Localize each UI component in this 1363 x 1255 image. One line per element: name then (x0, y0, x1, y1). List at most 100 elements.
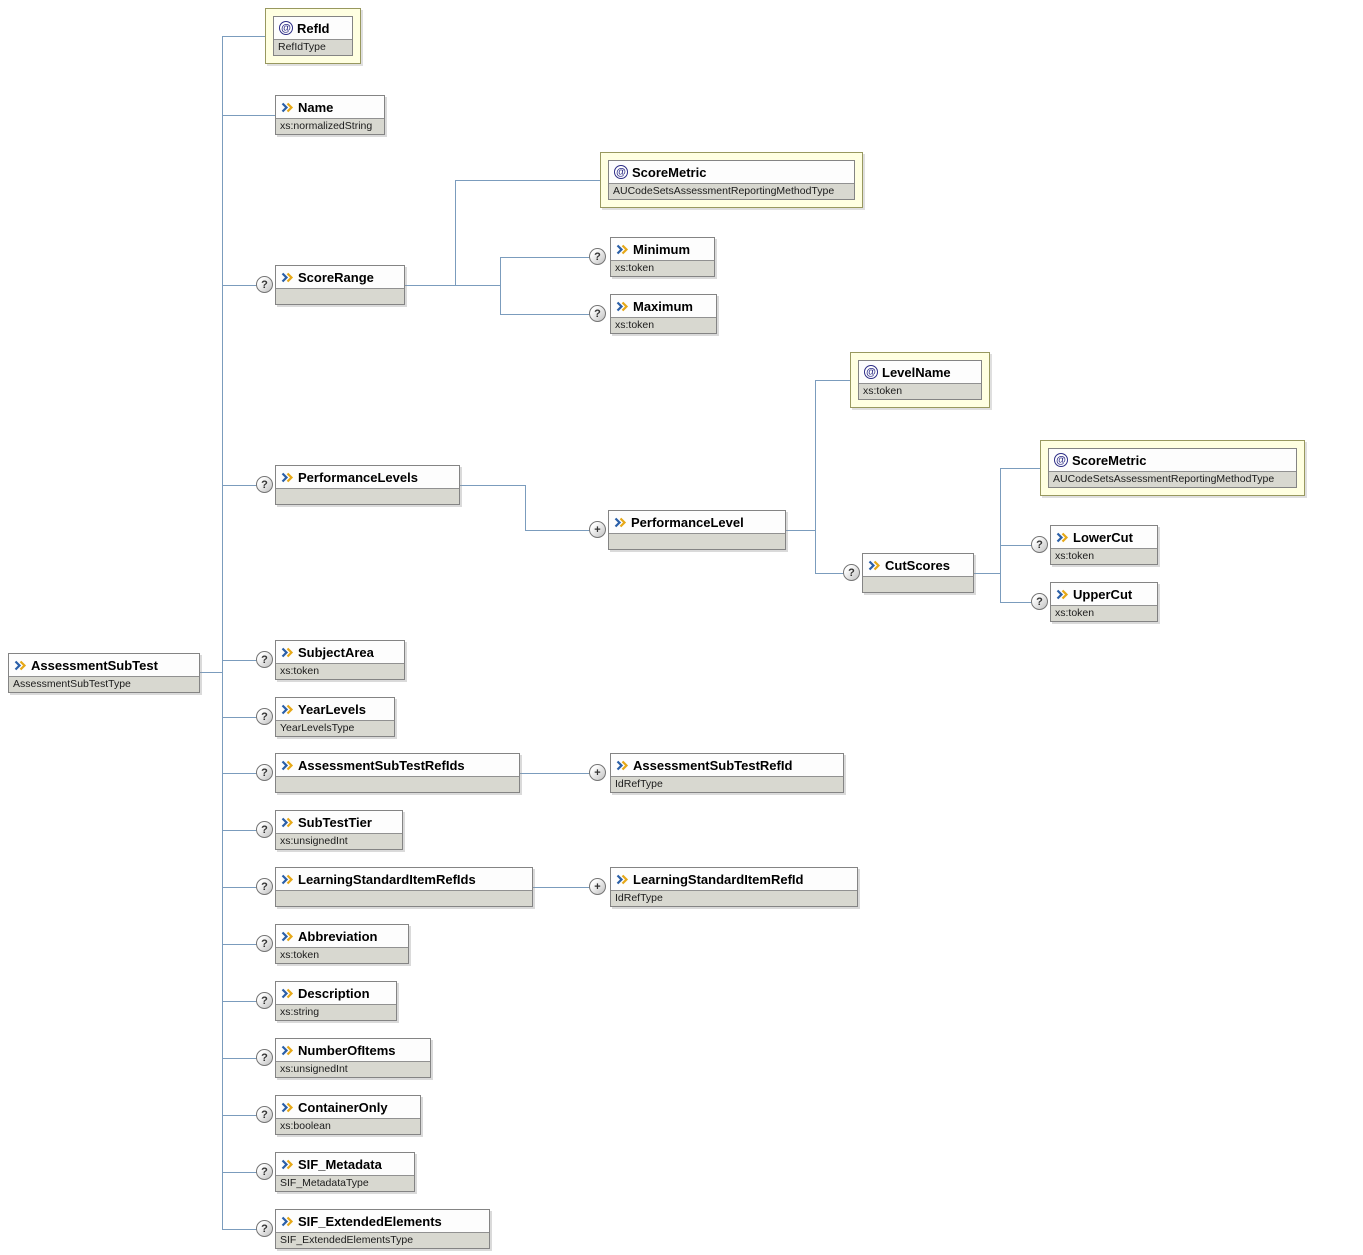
node-type (276, 776, 519, 792)
connector-line (405, 285, 500, 286)
node-maximum[interactable]: Maximum xs:token (610, 294, 717, 334)
node-type: xs:boolean (276, 1118, 420, 1134)
node-refid-attribute[interactable]: @ RefId RefIdType (265, 8, 361, 64)
node-type: AssessmentSubTestType (9, 676, 199, 692)
node-label: PerformanceLevel (631, 514, 744, 530)
node-label: SubjectArea (298, 644, 374, 660)
occurs-optional-uppercut: ? (1031, 593, 1048, 610)
node-sif-extendedelements[interactable]: SIF_ExtendedElements SIF_ExtendedElement… (275, 1209, 490, 1249)
element-icon (281, 816, 294, 829)
node-type: xs:token (1051, 605, 1157, 621)
occurs-optional-maximum: ? (589, 305, 606, 322)
connector-line (222, 1058, 257, 1059)
node-learningstandarditemrefid[interactable]: LearningStandardItemRefId IdRefType (610, 867, 858, 907)
node-type: xs:token (859, 383, 981, 399)
node-assessmentsubtest[interactable]: AssessmentSubTest AssessmentSubTestType (8, 653, 200, 693)
element-icon (281, 873, 294, 886)
attribute-icon: @ (279, 21, 293, 35)
occurs-optional-subtesttier: ? (256, 821, 273, 838)
node-type: SIF_MetadataType (276, 1175, 414, 1191)
connector-line (460, 485, 525, 486)
node-containeronly[interactable]: ContainerOnly xs:boolean (275, 1095, 421, 1135)
node-yearlevels[interactable]: YearLevels YearLevelsType (275, 697, 395, 737)
attribute-icon: @ (864, 365, 878, 379)
node-type: xs:token (1051, 548, 1157, 564)
node-minimum[interactable]: Minimum xs:token (610, 237, 715, 277)
node-label: Name (298, 99, 334, 115)
element-icon (868, 559, 881, 572)
node-subjectarea[interactable]: SubjectArea xs:token (275, 640, 405, 680)
element-icon (281, 930, 294, 943)
node-scoremetric2-attribute[interactable]: @ ScoreMetric AUCodeSetsAssessmentReport… (1040, 440, 1305, 496)
node-name[interactable]: Name xs:normalizedString (275, 95, 385, 135)
node-scorerange[interactable]: ScoreRange (275, 265, 405, 305)
occurs-optional-containeronly: ? (256, 1106, 273, 1123)
occurs-optional-minimum: ? (589, 248, 606, 265)
occurs-optional-scorerange: ? (256, 276, 273, 293)
node-description[interactable]: Description xs:string (275, 981, 397, 1021)
connector-line (786, 530, 815, 531)
node-label: ContainerOnly (298, 1099, 388, 1115)
occurs-optional-numberofitems: ? (256, 1049, 273, 1066)
node-label: AssessmentSubTestRefIds (298, 757, 465, 773)
node-label: CutScores (885, 557, 951, 573)
element-icon (281, 987, 294, 1000)
node-label: SIF_Metadata (298, 1156, 382, 1172)
connector-line (222, 36, 265, 37)
node-abbreviation[interactable]: Abbreviation xs:token (275, 924, 409, 964)
node-learningstandarditemrefids[interactable]: LearningStandardItemRefIds (275, 867, 533, 907)
connector-line (455, 180, 600, 181)
element-icon (281, 101, 294, 114)
occurs-optional-assessmentsubtestrefids: ? (256, 764, 273, 781)
node-performancelevel[interactable]: PerformanceLevel (608, 510, 786, 550)
element-icon (614, 516, 627, 529)
node-label: Minimum (633, 241, 691, 257)
node-uppercut[interactable]: UpperCut xs:token (1050, 582, 1158, 622)
occurs-repeat-assessmentsubtestrefid: + (589, 764, 606, 781)
node-assessmentsubtestrefid[interactable]: AssessmentSubTestRefId IdRefType (610, 753, 844, 793)
connector-line (815, 380, 850, 381)
attribute-icon: @ (614, 165, 628, 179)
node-scoremetric-attribute[interactable]: @ ScoreMetric AUCodeSetsAssessmentReport… (600, 152, 863, 208)
node-label: NumberOfItems (298, 1042, 396, 1058)
occurs-repeat-learningstandarditemrefid: + (589, 878, 606, 895)
occurs-optional-learningstandarditemrefids: ? (256, 878, 273, 895)
element-icon (616, 873, 629, 886)
node-label: SIF_ExtendedElements (298, 1213, 442, 1229)
element-icon (281, 759, 294, 772)
node-type: YearLevelsType (276, 720, 394, 736)
node-lowercut[interactable]: LowerCut xs:token (1050, 525, 1158, 565)
attribute-icon: @ (1054, 453, 1068, 467)
connector-line (222, 773, 257, 774)
occurs-optional-yearlevels: ? (256, 708, 273, 725)
node-performancelevels[interactable]: PerformanceLevels (275, 465, 460, 505)
element-icon (281, 703, 294, 716)
node-cutscores[interactable]: CutScores (862, 553, 974, 593)
occurs-optional-cutscores: ? (843, 564, 860, 581)
node-label: ScoreRange (298, 269, 374, 285)
node-type: xs:unsignedInt (276, 833, 402, 849)
occurs-optional-lowercut: ? (1031, 536, 1048, 553)
connector-line (500, 257, 590, 258)
element-icon (281, 1044, 294, 1057)
element-icon (616, 759, 629, 772)
connector-line (222, 485, 257, 486)
node-type: IdRefType (611, 776, 843, 792)
node-numberofitems[interactable]: NumberOfItems xs:unsignedInt (275, 1038, 431, 1078)
node-assessmentsubtestrefids[interactable]: AssessmentSubTestRefIds (275, 753, 520, 793)
node-sif-metadata[interactable]: SIF_Metadata SIF_MetadataType (275, 1152, 415, 1192)
connector-line (222, 717, 257, 718)
node-levelname-attribute[interactable]: @ LevelName xs:token (850, 352, 990, 408)
node-subtesttier[interactable]: SubTestTier xs:unsignedInt (275, 810, 403, 850)
node-label: AssessmentSubTestRefId (633, 757, 793, 773)
node-label: Maximum (633, 298, 693, 314)
connector-line (974, 573, 1000, 574)
element-icon (281, 1158, 294, 1171)
node-type: xs:string (276, 1004, 396, 1020)
connector-line (525, 530, 590, 531)
connector-line (222, 660, 257, 661)
node-type (609, 533, 785, 549)
node-type: AUCodeSetsAssessmentReportingMethodType (609, 183, 854, 199)
connector-line (500, 257, 501, 314)
connector-line (222, 944, 257, 945)
